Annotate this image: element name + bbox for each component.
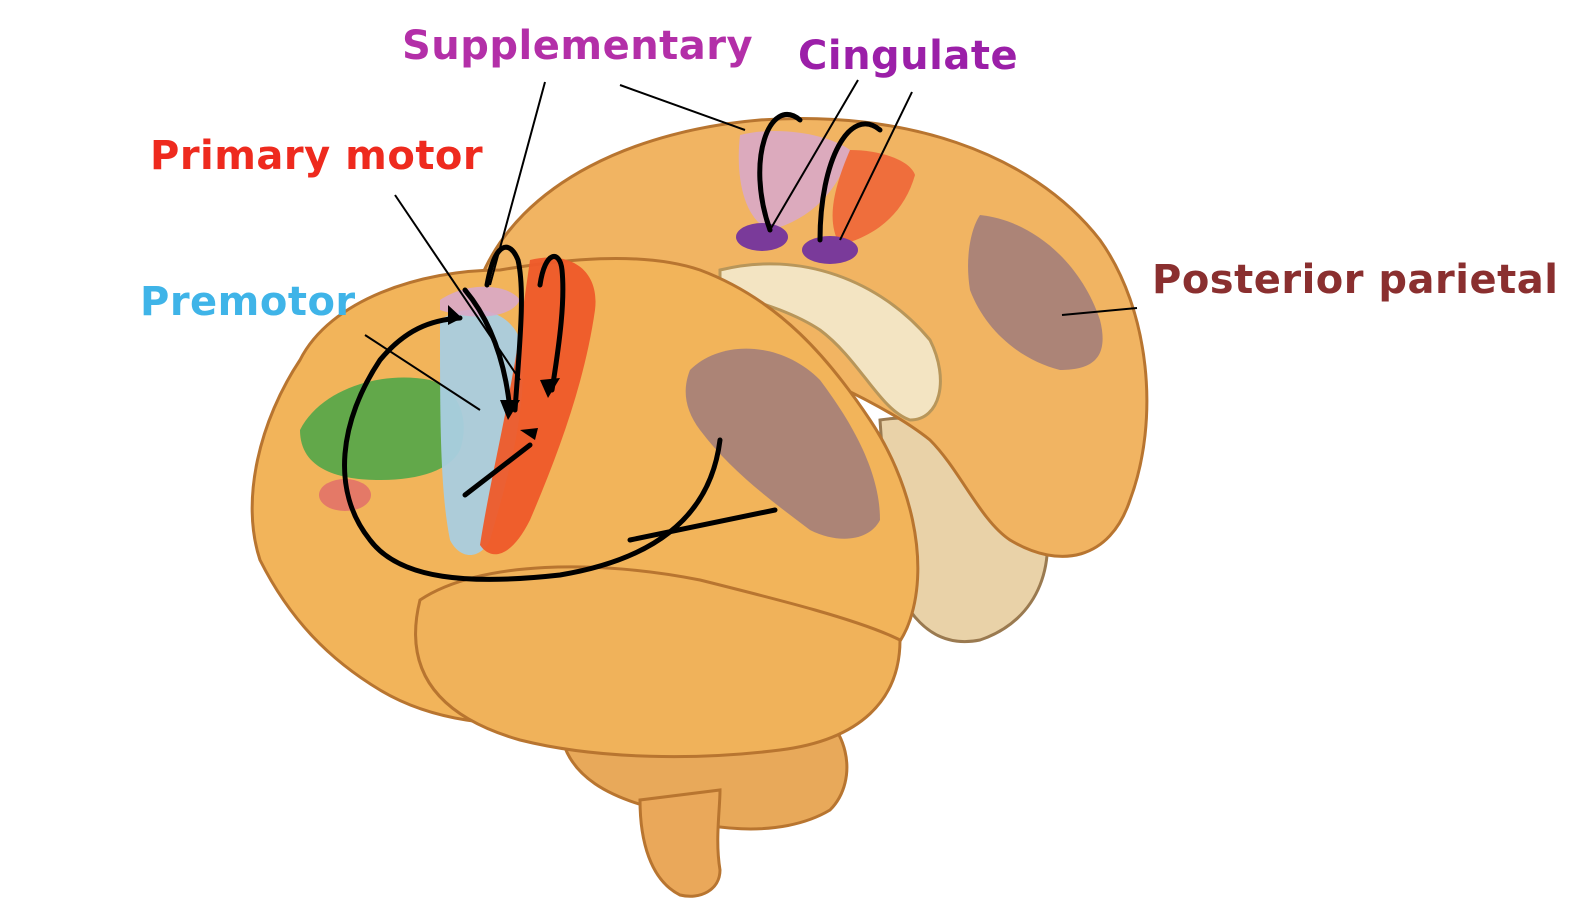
label-posterior-parietal: Posterior parietal bbox=[1152, 260, 1558, 300]
label-cingulate: Cingulate bbox=[798, 36, 1018, 76]
label-primary-motor: Primary motor bbox=[150, 136, 483, 176]
label-premotor: Premotor bbox=[140, 282, 356, 322]
cingulate-spot-2 bbox=[802, 236, 858, 264]
label-supplementary: Supplementary bbox=[402, 26, 753, 66]
brain-stem bbox=[640, 790, 720, 896]
cingulate-spot-1 bbox=[736, 223, 788, 251]
